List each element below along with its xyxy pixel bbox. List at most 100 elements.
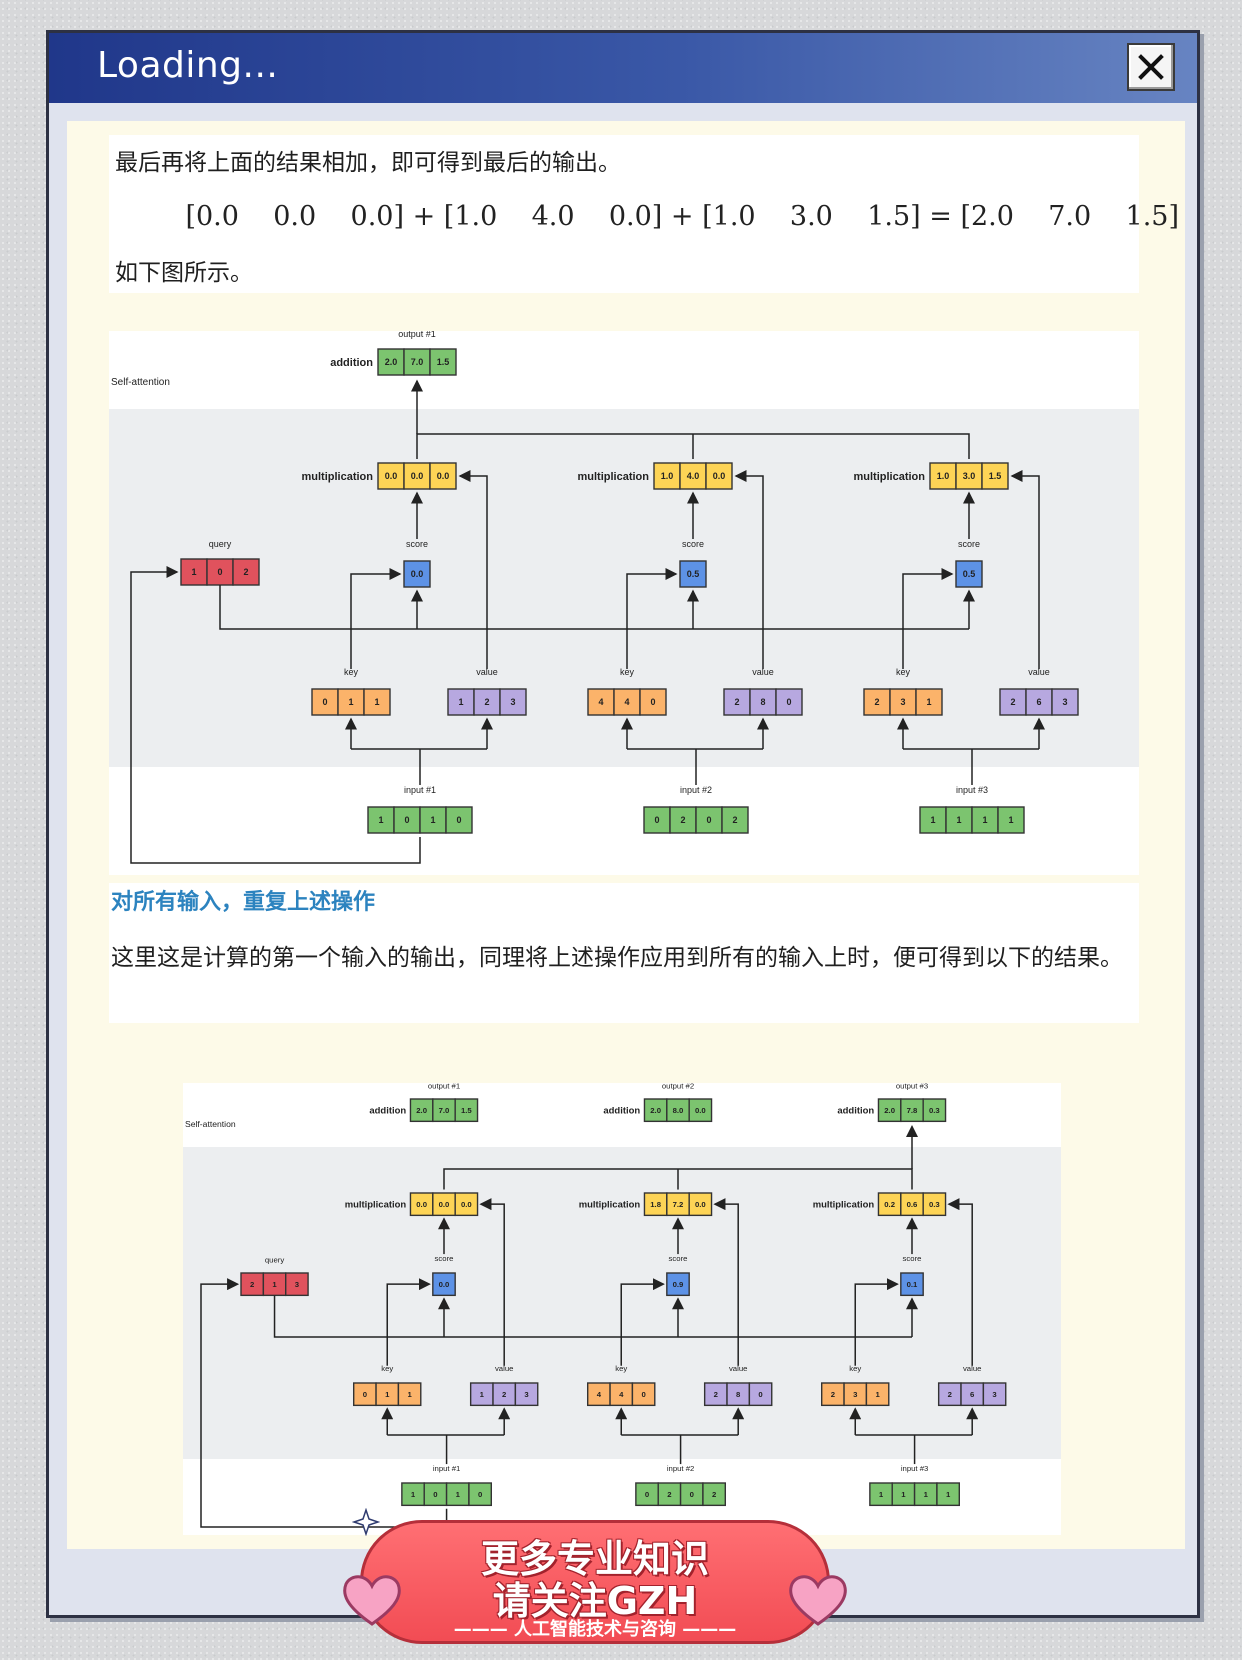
- article-content: 最后再将上面的结果相加，即可得到最后的输出。 [0.0 0.0 0.0] + […: [67, 121, 1185, 1549]
- value-vector-cell: [514, 1382, 539, 1407]
- input-vector-value: 1: [879, 1490, 884, 1499]
- input-vector-cell: [393, 806, 421, 834]
- multiplication-label: multiplication: [813, 1200, 875, 1211]
- query-vector-value: 1: [191, 567, 196, 577]
- value-vector-value: 0: [758, 1390, 762, 1399]
- multiplication-vector-cell: [429, 462, 457, 490]
- score-box-cell: [666, 1272, 690, 1297]
- value-vector-cell: [982, 1382, 1007, 1407]
- output-vector-value: 2.0: [416, 1106, 427, 1115]
- input-vector-cell: [702, 1482, 727, 1507]
- value-label: value: [963, 1364, 982, 1373]
- input-vector-value: 1: [982, 815, 987, 825]
- key-to-score-arrow: [626, 568, 678, 669]
- input-vector-value: 0: [478, 1490, 482, 1499]
- value-to-mult-arrow: [713, 1198, 739, 1366]
- key-label: key: [615, 1364, 627, 1373]
- value-vector-value: 3: [524, 1390, 529, 1399]
- key-vector-value: 0: [363, 1390, 367, 1399]
- key-vector-cell: [613, 688, 641, 716]
- input-vector-value: 0: [706, 815, 711, 825]
- key-vector-cell: [337, 688, 365, 716]
- key-vector-value: 0: [650, 697, 655, 707]
- multiplication-vector-value: 7.2: [673, 1200, 684, 1209]
- key-to-score-arrow: [350, 568, 402, 669]
- multiplication-vector-value: 1.0: [937, 471, 950, 481]
- left-heart-icon: [343, 1575, 401, 1626]
- multiplication-vector-value: 4.0: [687, 471, 700, 481]
- key-vector-value: 3: [853, 1390, 858, 1399]
- query-vector-cell: [206, 558, 234, 586]
- output-label: output #2: [662, 1083, 694, 1091]
- key-to-score-arrow: [620, 1278, 665, 1366]
- section-heading: 对所有输入，重复上述操作: [111, 890, 376, 915]
- key-vector-value: 4: [624, 697, 629, 707]
- input-vector-value: 0: [456, 815, 461, 825]
- output-vector-cell: [922, 1098, 947, 1123]
- input-vector-cell: [936, 1482, 961, 1507]
- input-label: input #3: [901, 1464, 929, 1473]
- close-button[interactable]: [1127, 43, 1175, 91]
- score-label: score: [435, 1254, 454, 1263]
- multiplication-vector-value: 0.2: [884, 1200, 895, 1209]
- key-vector-value: 1: [385, 1390, 390, 1399]
- key-vector-value: 4: [598, 697, 603, 707]
- query-vector-value: 1: [272, 1280, 277, 1289]
- multiplication-vector-value: 1.5: [989, 471, 1002, 481]
- value-vector-cell: [1051, 688, 1079, 716]
- input-vector-value: 1: [1008, 815, 1013, 825]
- output-vector-value: 7.0: [411, 357, 424, 367]
- score-box-value: 0.9: [673, 1280, 684, 1289]
- input-vector-cell: [721, 806, 749, 834]
- multiplication-vector-value: 0.0: [713, 471, 726, 481]
- value-vector-value: 6: [970, 1390, 975, 1399]
- key-vector-cell: [639, 688, 667, 716]
- promo-subtitle: ——— 人工智能技术与咨询 ———: [453, 1619, 737, 1640]
- intro-text: 最后再将上面的结果相加，即可得到最后的输出。: [115, 150, 621, 176]
- title-bar: Loading...: [49, 33, 1197, 103]
- key-vector-value: 1: [926, 697, 931, 707]
- key-label: key: [896, 667, 911, 677]
- key-vector-value: 0: [322, 697, 327, 707]
- score-box-cell: [955, 560, 983, 588]
- score-box-cell: [900, 1272, 924, 1297]
- key-vector-value: 4: [619, 1390, 624, 1399]
- output-vector-value: 1.5: [437, 357, 450, 367]
- value-vector-value: 2: [502, 1390, 506, 1399]
- input-vector-value: 1: [456, 1490, 461, 1499]
- score-box-value: 0.1: [907, 1280, 918, 1289]
- close-icon: [1138, 54, 1164, 80]
- input-vector-cell: [468, 1482, 493, 1507]
- output-vector-value: 2.0: [884, 1106, 895, 1115]
- query-vector-value: 3: [295, 1280, 300, 1289]
- multiplication-vector-cell: [403, 462, 431, 490]
- key-vector-value: 2: [874, 697, 879, 707]
- value-vector-value: 2: [948, 1390, 952, 1399]
- output-label: output #3: [896, 1083, 928, 1091]
- key-vector-cell: [363, 688, 391, 716]
- key-label: key: [620, 667, 635, 677]
- query-bus: [219, 585, 969, 630]
- multiplication-vector-cell: [922, 1192, 947, 1217]
- input-vector-cell: [919, 806, 947, 834]
- section-block: 对所有输入，重复上述操作 这里这是计算的第一个输入的输出，同理将上述操作应用到所…: [109, 883, 1139, 1023]
- value-label: value: [476, 667, 498, 677]
- value-vector-value: 1: [458, 697, 463, 707]
- promo-line-1: 更多专业知识: [480, 1537, 709, 1581]
- key-vector-value: 3: [900, 697, 905, 707]
- key-vector-value: 2: [831, 1390, 835, 1399]
- input-vector-value: 1: [411, 1490, 416, 1499]
- query-vector-cell: [232, 558, 260, 586]
- input-vector-value: 0: [645, 1490, 649, 1499]
- value-vector-value: 3: [510, 697, 515, 707]
- input-label: input #2: [667, 1464, 695, 1473]
- query-vector-value: 0: [217, 567, 222, 577]
- input-vector-value: 0: [433, 1490, 437, 1499]
- value-vector-value: 3: [1062, 697, 1067, 707]
- input-vector-value: 1: [924, 1490, 929, 1499]
- multiplication-vector-cell: [679, 462, 707, 490]
- multiplication-vector-cell: [705, 462, 733, 490]
- value-label: value: [729, 1364, 748, 1373]
- key-label: key: [344, 667, 359, 677]
